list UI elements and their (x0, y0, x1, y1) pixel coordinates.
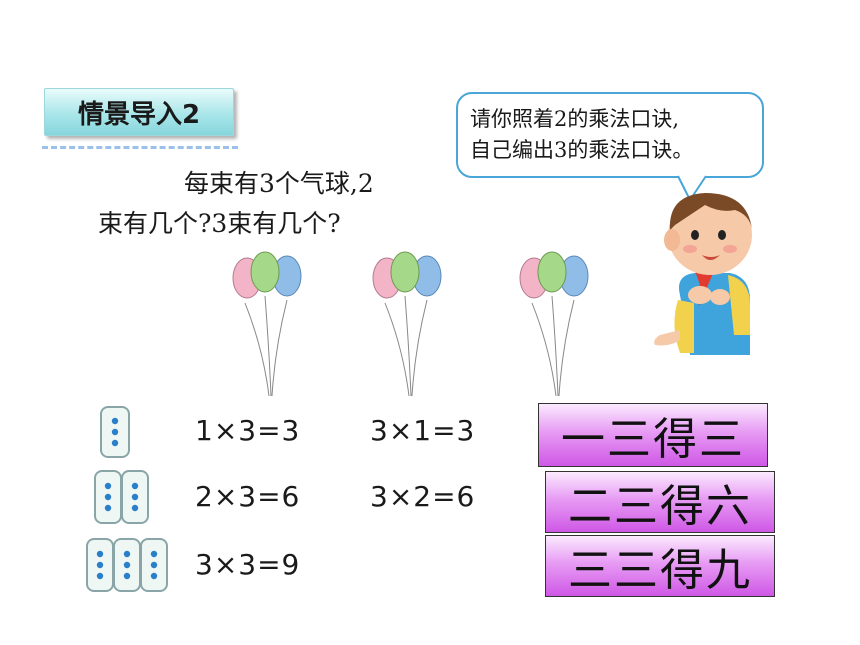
question-line-2: 束有几个?3束有几个? (98, 209, 341, 238)
rhyme-text-3: 三三得九 (568, 545, 752, 596)
rhyme-box-1: 一三得三 (538, 403, 768, 467)
rhyme-text-1: 一三得三 (561, 414, 745, 465)
speech-bubble-line-2: 自己编出3的乘法口诀。 (470, 138, 694, 162)
rhyme-box-2: 二三得六 (545, 471, 775, 533)
rhyme-box-3: 三三得九 (545, 535, 775, 597)
balloon-bunch-1 (232, 251, 302, 397)
dot-card-row-1 (100, 406, 130, 458)
question-line-1: 每束有3个气球,2 (184, 169, 374, 198)
equation-row1-left: 1×3=3 (195, 414, 301, 447)
equation-row2-left: 2×3=6 (195, 480, 301, 513)
speech-bubble-line-1: 请你照着2的乘法口诀, (470, 107, 680, 131)
balloon-bunch-2 (372, 251, 442, 397)
boy-illustration (654, 193, 752, 355)
section-title: 情景导入2 (44, 88, 234, 136)
dot-card-row-2 (94, 470, 149, 524)
question-text: 每束有3个气球,2 束有几个?3束有几个? (98, 164, 448, 244)
equation-row2-right: 3×2=6 (370, 480, 476, 513)
speech-bubble: 请你照着2的乘法口诀, 自己编出3的乘法口诀。 (456, 92, 764, 178)
rhyme-text-2: 二三得六 (568, 481, 752, 532)
equation-row1-right: 3×1=3 (370, 414, 476, 447)
section-title-text: 情景导入2 (77, 99, 201, 130)
balloon-bunch-3 (519, 251, 589, 397)
title-dashed-divider (42, 146, 238, 149)
equation-row3-left: 3×3=9 (195, 548, 301, 581)
dot-card-row-3 (86, 538, 168, 592)
